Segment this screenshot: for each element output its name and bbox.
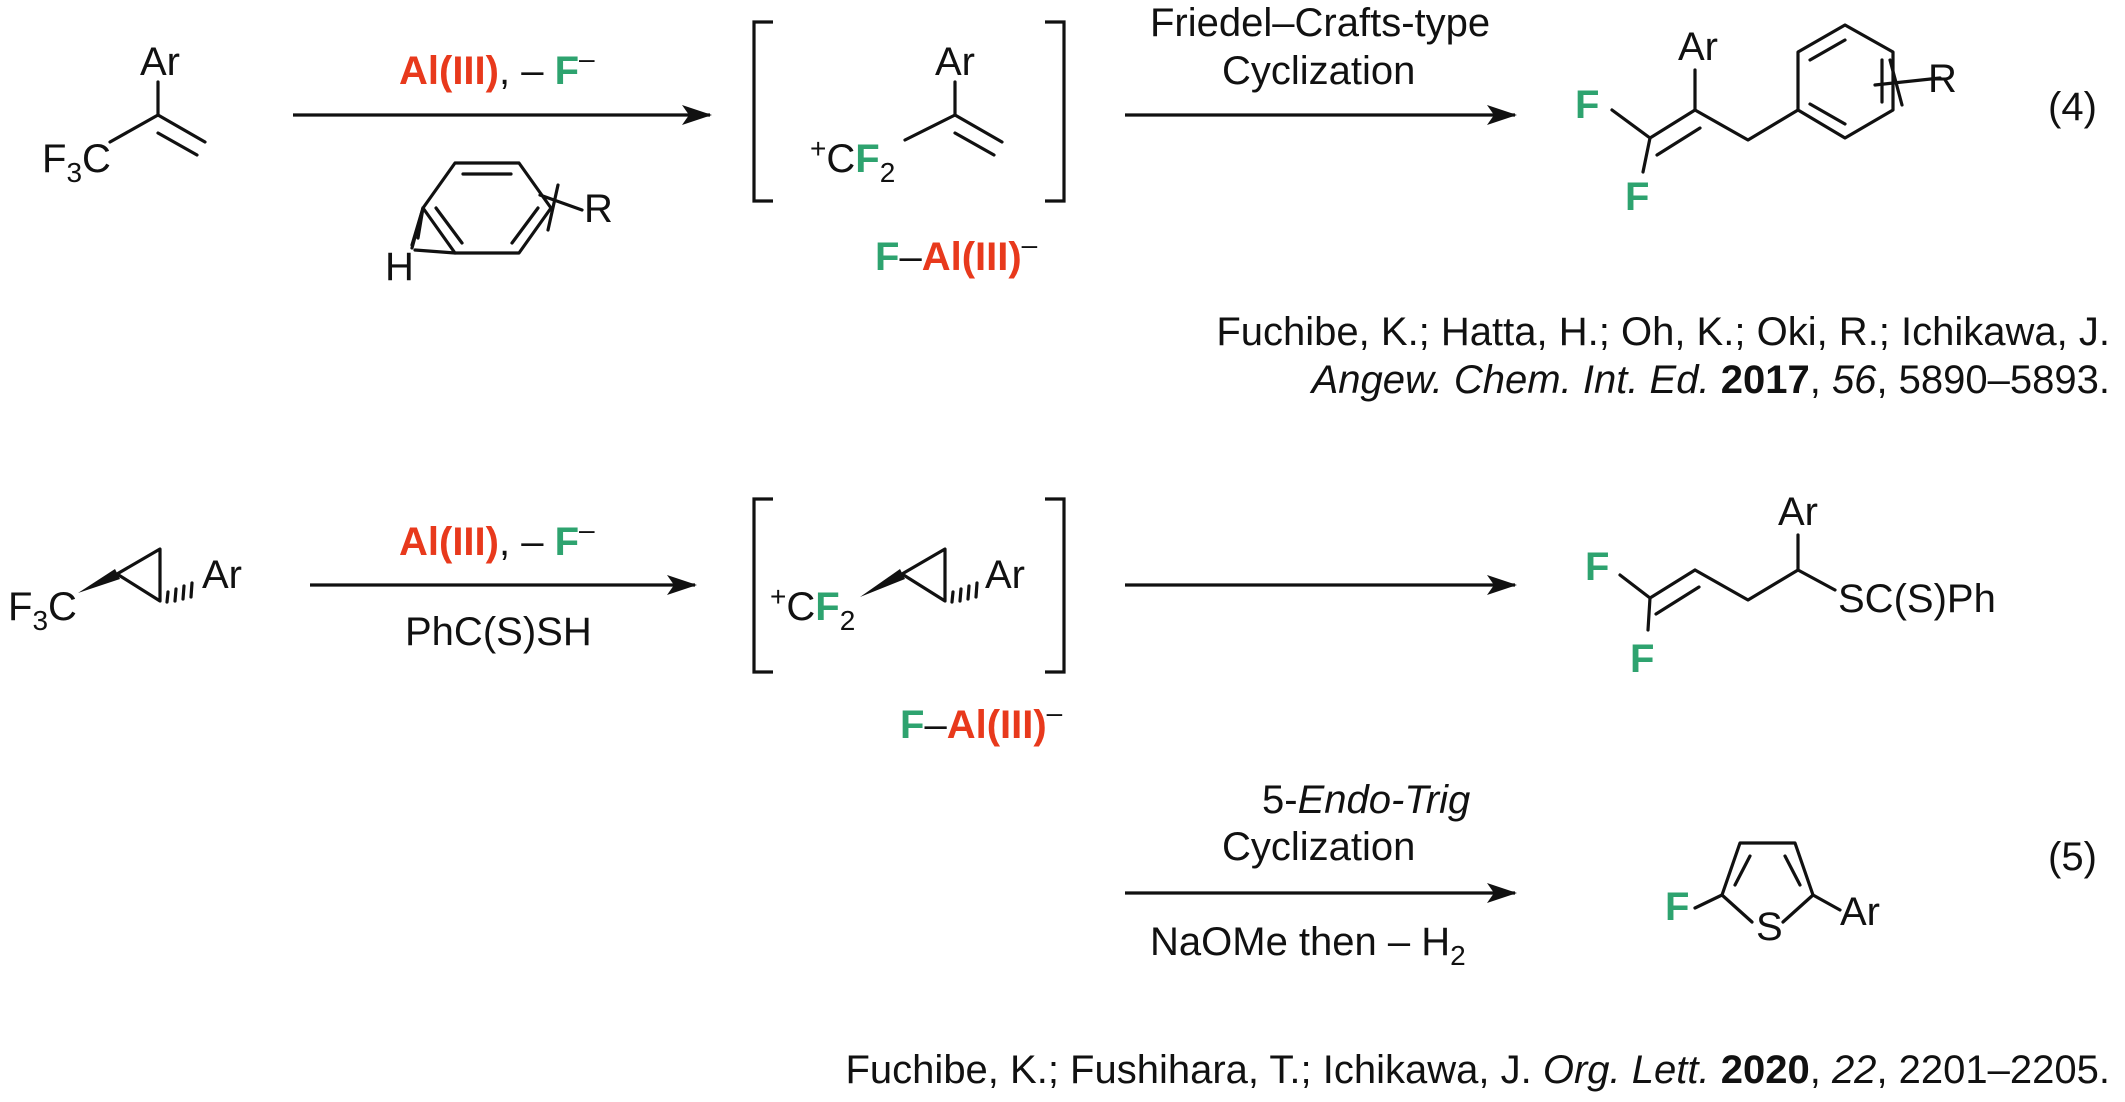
double-bond (156, 113, 207, 157)
condition-line-1: Friedel–Crafts-type (1150, 1, 1490, 45)
aryl-label: Ar (985, 553, 1025, 597)
condition-line-2: Cyclization (1222, 825, 1415, 869)
fluorine-label: F (1585, 545, 1609, 589)
intermediate-cation-2: +CF2 Ar F–Al(III)– (752, 497, 1066, 747)
fluorine-label: F (1630, 637, 1654, 681)
benzene-ring (1796, 23, 1895, 140)
intermediate-cation-1: Ar +CF2 F–Al(III)– (752, 20, 1066, 279)
substituent-bond (1873, 58, 1942, 107)
bond (410, 206, 425, 250)
bond (903, 80, 957, 142)
bond (1618, 573, 1652, 632)
cyclopropane-ring (900, 547, 947, 603)
double-bond (1648, 108, 1702, 157)
aryl-label: Ar (935, 40, 975, 84)
difluorocarbenium-label: +CF2 (810, 133, 895, 188)
right-bracket (1045, 497, 1066, 674)
reference-4: Fuchibe, K.; Hatta, H.; Oh, K.; Oki, R.;… (1216, 310, 2110, 402)
condition-below: NaOMe then – H2 (1150, 920, 1466, 971)
aryl-label: Ar (202, 553, 242, 597)
double-bond (953, 113, 1004, 157)
aryl-label: Ar (1778, 490, 1818, 534)
aryl-label: Ar (140, 40, 180, 84)
reference-citation: Fuchibe, K.; Fushihara, T.; Ichikawa, J.… (846, 1048, 2111, 1092)
aromatic-bond (434, 172, 540, 245)
aromatic-bond (1808, 38, 1884, 126)
bond (1693, 893, 1724, 910)
hashed-bond (950, 581, 979, 604)
counterion-label: F–Al(III)– (900, 697, 1063, 747)
bond (1610, 108, 1652, 174)
trifluoromethyl-cyclopropane: F3C Ar (8, 547, 242, 636)
bond (1693, 533, 1800, 602)
product-difluoroalkene: Ar F F R (1575, 23, 1957, 219)
arene-reagent: R H (385, 161, 613, 289)
wedge-bond (78, 569, 120, 593)
aryl-label: Ar (1678, 25, 1718, 69)
h-label: H (385, 245, 414, 289)
reference-5: Fuchibe, K.; Fushihara, T.; Ichikawa, J.… (846, 1048, 2111, 1092)
product-dithioester: F F Ar SC(S)Ph (1585, 490, 1996, 681)
substituent-bond (538, 183, 584, 232)
reagent-label: Al(III), – F– (399, 514, 595, 564)
cyclopropane-ring (115, 547, 162, 603)
arrow-5-conditions: 5-Endo-Trig Cyclization NaOMe then – H2 (1125, 778, 1517, 971)
fluorine-label: F (1625, 175, 1649, 219)
benzene-ring (421, 161, 553, 255)
bond (108, 80, 160, 144)
fluorine-label: F (1665, 885, 1689, 929)
reference-authors: Fuchibe, K.; Hatta, H.; Oh, K.; Oki, R.;… (1216, 310, 2110, 354)
product-thiophene: F S Ar (1665, 841, 1880, 949)
reaction-5: F3C Ar Al(III), – F– PhC(S)SH +CF2 Ar F–… (8, 490, 2110, 1092)
left-bracket (752, 497, 773, 674)
double-bond (1648, 568, 1701, 616)
condition-line-1: 5-Endo-Trig (1262, 778, 1470, 822)
arrow-1-reagents: Al(III), – F– R H (293, 43, 712, 289)
equation-number-5: (5) (2048, 835, 2097, 879)
reagent-label: Al(III), – F– (399, 43, 595, 93)
dithioester-label: SC(S)Ph (1838, 577, 1996, 621)
condition-line-2: Cyclization (1222, 49, 1415, 93)
sulfur-label: S (1756, 905, 1783, 949)
difluorocarbenium-label: +CF2 (770, 581, 855, 636)
reference-citation: Angew. Chem. Int. Ed. 2017, 56, 5890–589… (1310, 358, 2110, 402)
trifluoromethyl-label: F3C (42, 137, 111, 188)
hashed-bond (165, 581, 194, 604)
arrow-2-conditions: Friedel–Crafts-type Cyclization (1125, 1, 1517, 125)
r-label: R (1928, 57, 1957, 101)
aryl-label: Ar (1840, 890, 1880, 934)
left-bracket (752, 20, 773, 203)
fluorine-label: F (1575, 83, 1599, 127)
right-bracket (1045, 20, 1066, 203)
reaction-4: Ar F3C Al(III), – F– R H (42, 1, 2110, 402)
trifluoromethyl-styrene: Ar F3C (42, 40, 207, 188)
thiophene-ring (1720, 841, 1815, 924)
equation-number-4: (4) (2048, 85, 2097, 129)
arrow-3-reagents: Al(III), – F– PhC(S)SH (310, 514, 697, 654)
r-label: R (584, 187, 613, 231)
bond (1796, 568, 1837, 592)
wedge-bond (860, 569, 905, 597)
bond (1811, 893, 1842, 912)
reagent-below-label: PhC(S)SH (405, 610, 592, 654)
trifluoromethyl-label: F3C (8, 585, 77, 636)
bond (1693, 108, 1800, 142)
aromatic-bond (1733, 854, 1802, 887)
counterion-label: F–Al(III)– (875, 229, 1038, 279)
bond (413, 248, 457, 255)
